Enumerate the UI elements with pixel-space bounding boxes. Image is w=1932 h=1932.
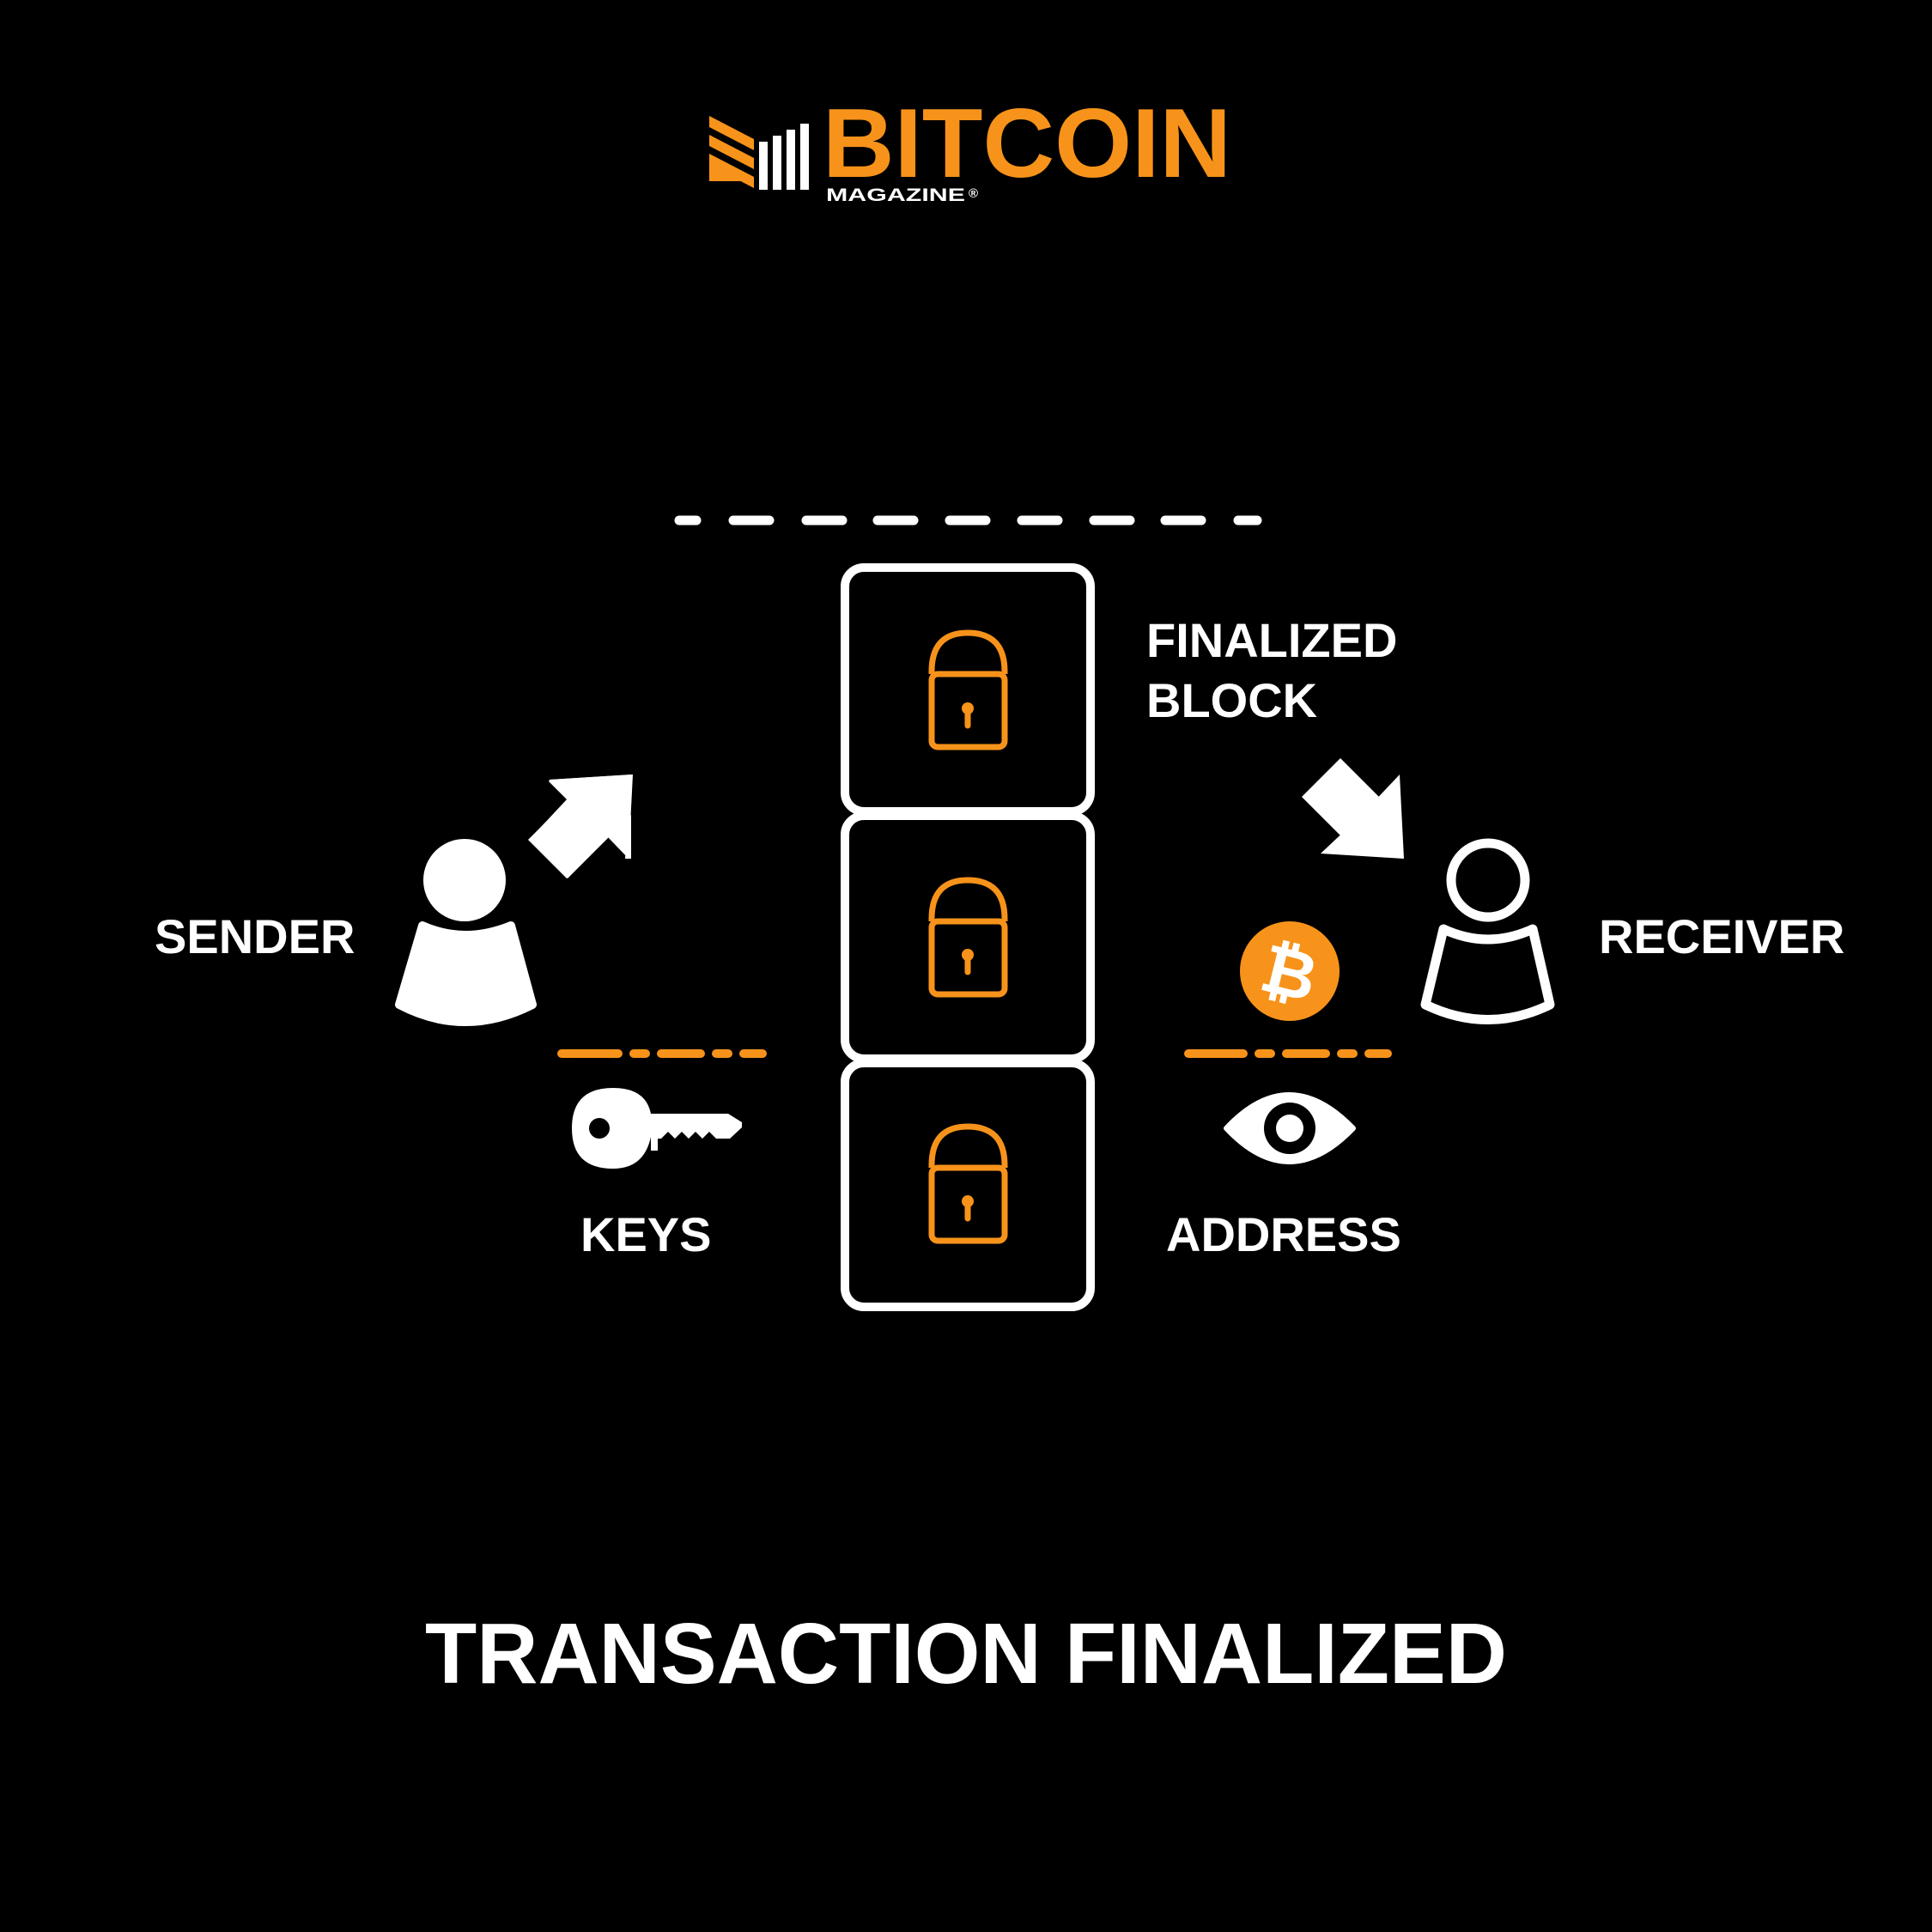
bitcoin-magazine-logo: BITCOIN MAGAZINE ® xyxy=(709,89,1231,205)
person-filled-icon xyxy=(395,839,537,1026)
finalized-block-label-line1: FINALIZED xyxy=(1146,613,1397,667)
finalized-block-1 xyxy=(841,563,1095,816)
address-label: ADDRESS xyxy=(1166,1207,1401,1261)
padlock-icon xyxy=(928,877,1008,998)
bitcoin-coin-icon: ₿ xyxy=(1240,921,1340,1021)
receiver-label: RECEIVER xyxy=(1599,909,1844,963)
logo-emblem-icon xyxy=(709,116,809,190)
logo-subtitle: MAGAZINE xyxy=(826,185,965,205)
eye-icon xyxy=(1224,1092,1356,1164)
finalized-block-label-line2: BLOCK xyxy=(1146,673,1317,727)
sender-label: SENDER xyxy=(155,909,355,963)
finalized-block-3 xyxy=(841,1059,1095,1311)
padlock-icon xyxy=(928,1123,1008,1244)
person-outline-icon xyxy=(1420,838,1555,1024)
arrow-down-right-icon xyxy=(1302,758,1404,859)
keys-label: KEYS xyxy=(580,1207,712,1261)
logo-registered-mark: ® xyxy=(969,186,978,201)
padlock-icon xyxy=(928,629,1008,750)
arrow-up-right-icon xyxy=(528,775,633,878)
key-icon xyxy=(572,1088,742,1169)
logo-wordmark: BITCOIN xyxy=(823,89,1231,198)
caption: TRANSACTION FINALIZED xyxy=(425,1606,1507,1702)
finalized-block-2 xyxy=(841,811,1095,1063)
